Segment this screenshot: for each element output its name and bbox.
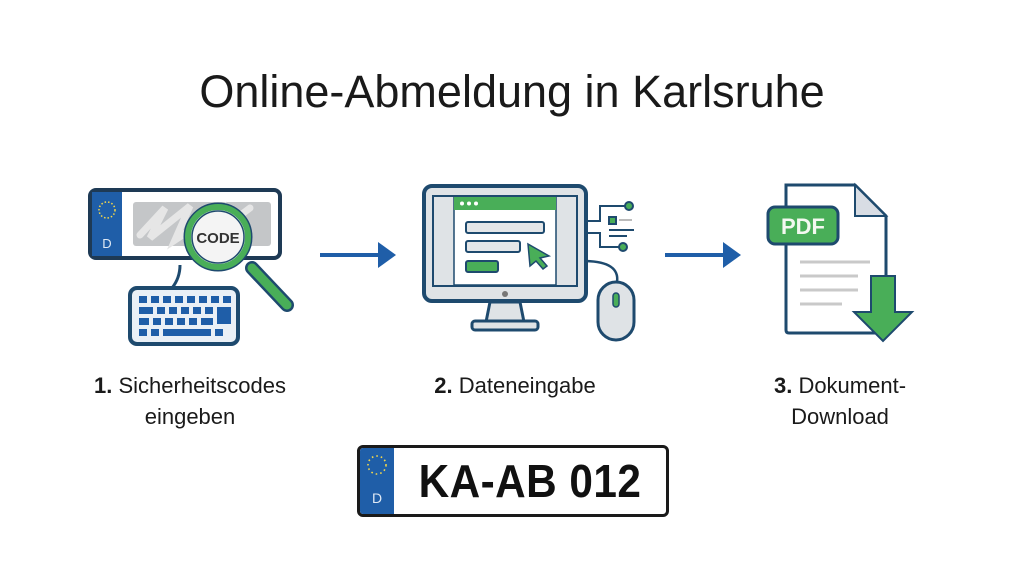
- step1-icon: D CODE: [88, 188, 294, 346]
- license-plate-icon: D: [88, 188, 282, 260]
- monitor-icon: [422, 184, 588, 332]
- step2-number: 2.: [434, 373, 453, 398]
- step3-label-line1: Dokument-: [798, 373, 907, 398]
- code-text: CODE: [196, 230, 239, 247]
- plate-number: KA-AB 012: [418, 455, 642, 507]
- step3-icon: PDF: [766, 182, 915, 343]
- step3-label: 3. Dokument- Download: [730, 370, 950, 432]
- pdf-text: PDF: [781, 214, 825, 239]
- plate-country: D: [102, 236, 111, 251]
- step1-label-line1: Sicherheitscodes: [118, 373, 287, 398]
- download-arrow-icon: [851, 275, 915, 343]
- network-icon: [586, 201, 634, 252]
- pdf-badge: PDF: [766, 205, 840, 246]
- step2-label-line1: Dateneingabe: [458, 373, 596, 398]
- keyboard-icon: [128, 264, 240, 346]
- arrow-icon-1: [320, 242, 396, 268]
- plate-country-code: D: [371, 490, 383, 506]
- eu-band: D: [360, 448, 394, 514]
- page-title: Online-Abmeldung in Karlsruhe: [199, 66, 825, 117]
- license-plate: D KA-AB 012: [357, 445, 669, 517]
- step1-label-line2: eingeben: [144, 404, 236, 429]
- step3-label-line2: Download: [791, 404, 889, 429]
- step1-number: 1.: [93, 373, 113, 398]
- arrow-icon-2: [665, 242, 741, 268]
- mouse-icon: [585, 259, 636, 342]
- eu-stars-icon: [367, 455, 387, 475]
- step2-icon: [422, 184, 636, 342]
- step1-label: 1. Sicherheitscodes eingeben: [60, 370, 320, 432]
- step3-number: 3.: [773, 373, 793, 398]
- magnifier-icon: CODE: [183, 202, 294, 312]
- step2-label: 2. Dateneingabe: [390, 370, 640, 401]
